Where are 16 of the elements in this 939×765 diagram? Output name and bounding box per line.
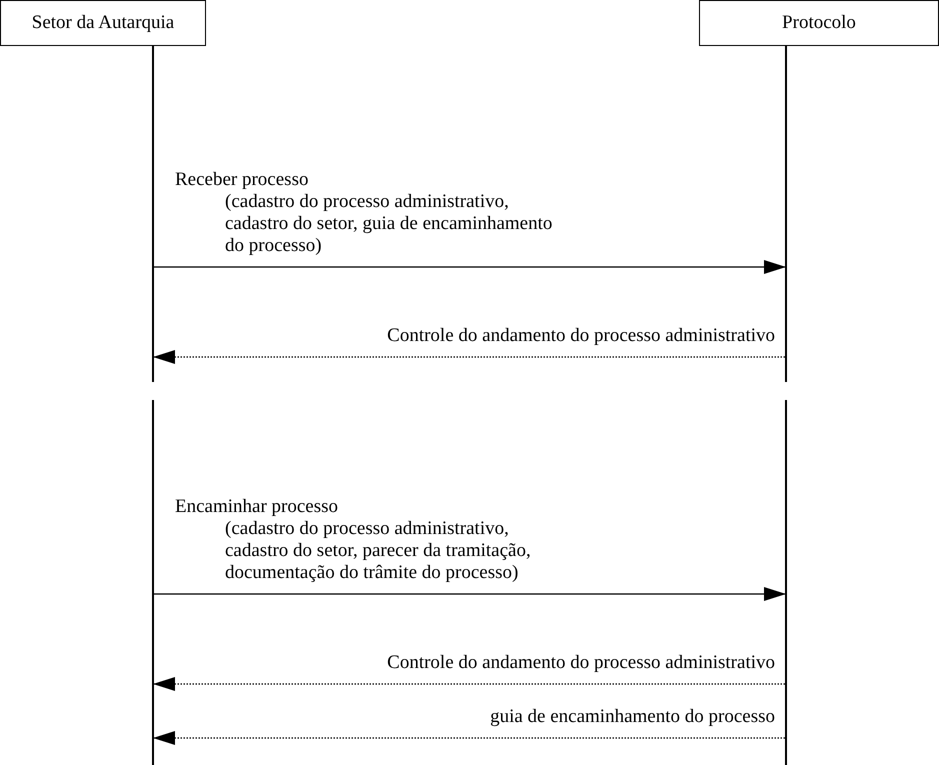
message-label: Controle do andamento do processo administrativo [386,652,775,674]
message-arrow [153,731,785,745]
message-arrow [154,260,786,274]
participant-box: Protocolo [699,0,939,46]
message-arrow [153,350,785,364]
message-label: Receber processo (cadastro do processo administrativo, cadastro do setor, guia de encaminhamento do processo) [175,169,554,257]
message-arrow [153,677,785,691]
message-arrow [154,587,786,601]
lifeline [785,400,787,765]
lifeline [152,46,154,382]
lifeline [785,46,787,382]
message-label: Encaminhar processo (cadastro do processo administrativo, cadastro do setor, parecer da tramitação, documentação do trâmite do processo) [175,496,532,584]
message-label: guia de encaminhamento do processo [489,706,775,728]
participant-box: Setor da Autarquia [0,0,206,46]
message-label: Controle do andamento do processo administrativo [386,325,775,347]
lifeline [152,400,154,765]
